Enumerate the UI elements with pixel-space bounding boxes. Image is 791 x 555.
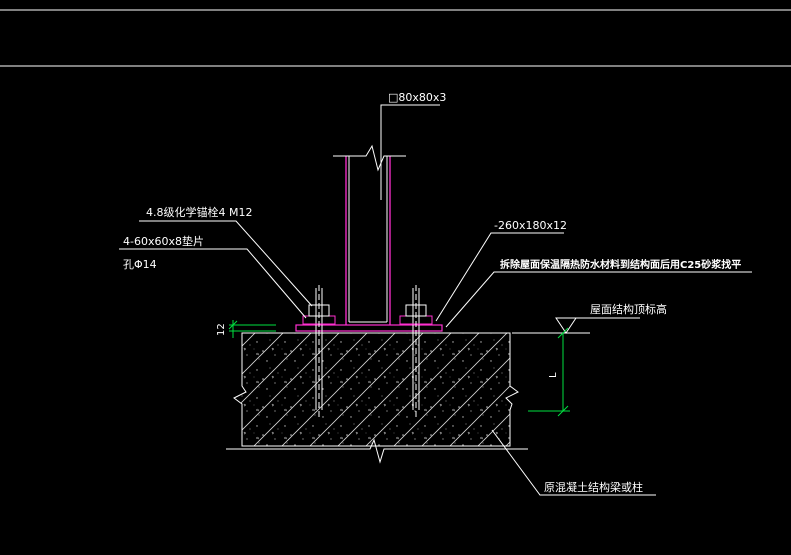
leader-lines	[119, 104, 752, 496]
label-dim-thickness: 12	[216, 323, 227, 336]
elevation-marker	[512, 317, 590, 334]
anchor-bolt-left	[302, 285, 336, 420]
anchor-bolt-right	[399, 285, 433, 420]
concrete-block	[233, 332, 519, 447]
label-base-plate: -260x180x12	[494, 219, 567, 232]
label-concrete-member: 原混凝土结构梁或柱	[544, 480, 643, 494]
dimension-length	[528, 327, 570, 417]
base-plate	[295, 324, 443, 334]
dimension-thickness	[228, 320, 276, 338]
label-tube-section: □80x80x3	[388, 91, 446, 104]
label-roof-elevation: 屋面结构顶标高	[590, 302, 667, 316]
bottom-break-line	[226, 438, 528, 464]
label-roof-note: 拆除屋面保温隔热防水材料到结构面后用C25砂浆找平	[500, 258, 741, 271]
sheet-frame	[0, 9, 791, 67]
label-dim-length: L	[548, 372, 559, 378]
label-hole: 孔Φ14	[123, 258, 157, 271]
steel-tube-column	[333, 144, 406, 325]
label-anchor-bolt: 4.8级化学锚栓4 M12	[146, 205, 252, 219]
label-washer: 4-60x60x8垫片	[123, 234, 204, 248]
